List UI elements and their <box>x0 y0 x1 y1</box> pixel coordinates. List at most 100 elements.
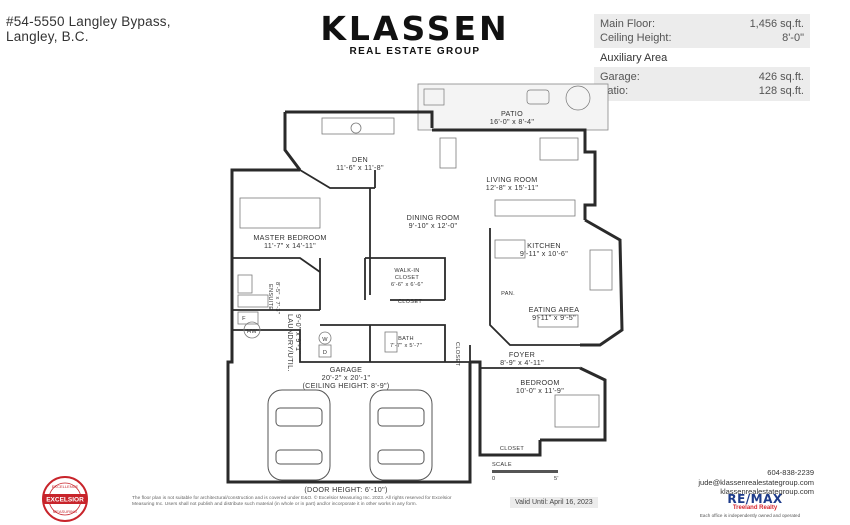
closet-bed-name: CLOSET <box>500 446 524 452</box>
patio-area <box>417 83 609 131</box>
area-info-panel: Main Floor: 1,456 sq.ft. Ceiling Height:… <box>594 14 810 101</box>
garage-name: GARAGE <box>330 365 363 374</box>
address-line1: #54-5550 Langley Bypass, <box>6 14 171 29</box>
scale-end: 5' <box>554 476 559 482</box>
scale-bar: SCALE 0 5' <box>492 462 559 482</box>
kitchen-counter-icon <box>494 239 526 259</box>
bed-icon <box>239 197 321 229</box>
garage-dims: 20'-2" x 20'-1" <box>322 373 371 382</box>
dryer-icon <box>318 344 332 358</box>
garage-label: Garage: <box>600 71 640 83</box>
master-outer-wall <box>230 168 300 330</box>
laundry-name: LAUNDRY/UTIL. <box>286 314 295 372</box>
patio-lounger-icon <box>526 89 550 105</box>
contact-phone: 604-838-2239 <box>767 468 814 477</box>
kitchen-left-wall <box>489 228 580 346</box>
brand-logo: KLASSEN REAL ESTATE GROUP <box>300 12 530 57</box>
kitchen-island-icon <box>589 249 613 291</box>
walkin-name2: CLOSET <box>395 275 419 281</box>
main-floor-row: Main Floor: 1,456 sq.ft. <box>600 17 804 31</box>
ensuite-top-wall <box>232 257 321 273</box>
living-outer-wall <box>432 128 597 220</box>
hot-water-label: HW <box>247 329 257 335</box>
car-right-icon <box>369 389 433 481</box>
living-armchair-icon <box>439 137 457 169</box>
den-top-wall <box>285 110 434 128</box>
walkin-dims: 6'-6" x 6'-6" <box>391 282 423 288</box>
living-name: LIVING ROOM <box>486 175 537 184</box>
garage-outer-wall <box>226 330 472 484</box>
main-floor-value: 1,456 sq.ft. <box>749 18 804 30</box>
foyer-name: FOYER <box>509 350 535 359</box>
kitchen-name: KITCHEN <box>527 241 561 250</box>
contact-info: 604-838-2239 jude@klassenrealestategroup… <box>698 468 814 497</box>
pantry-name: PAN. <box>501 291 515 297</box>
living-console-icon <box>494 199 576 217</box>
bedroom-outer-wall <box>540 366 607 442</box>
den-left-wall <box>283 112 302 171</box>
foyer-dims: 8'-9" x 4'-11" <box>500 358 544 367</box>
living-dims: 12'-8" x 15'-11" <box>486 183 539 192</box>
garage-door-height: (DOOR HEIGHT: 6'-10") <box>304 485 387 494</box>
ensuite-name: ENSUITE <box>267 284 273 310</box>
bath-dims: 7'-7" x 5'-7" <box>390 343 422 349</box>
closet-main-name: CLOSET <box>398 299 422 305</box>
bedroom-name: BEDROOM <box>520 378 559 387</box>
aux-area-box: Garage: 426 sq.ft. Patio: 128 sq.ft. <box>594 67 810 101</box>
aux-title: Auxiliary Area <box>600 52 668 64</box>
address-line2: Langley, B.C. <box>6 29 89 44</box>
master-dims: 11'-7" x 14'-11" <box>264 241 316 250</box>
brand-subtitle: REAL ESTATE GROUP <box>349 46 481 57</box>
bathtub-icon <box>237 294 269 308</box>
bedroom-bed-icon <box>554 394 600 428</box>
patio-chair-icon <box>423 88 445 106</box>
ensuite-dims: 8'-5" x 7'-3" <box>274 282 280 314</box>
patio-dims: 16'-0" x 8'-4" <box>490 117 535 126</box>
eating-name: EATING AREA <box>529 305 580 314</box>
den-bottom-wall <box>299 169 375 189</box>
foyer-bed-wall <box>470 360 542 457</box>
garage-value: 426 sq.ft. <box>758 71 804 83</box>
dining-dims: 9'-10" x 12'-0" <box>409 221 458 230</box>
remax-logo: RE/MAX Treeland Realty <box>712 492 798 511</box>
patio-table-icon <box>565 85 591 111</box>
hot-water-icon <box>243 321 261 339</box>
patio-name: PATIO <box>501 109 523 118</box>
bath-toilet-icon <box>384 331 398 353</box>
laundry-garage-wall <box>232 329 470 363</box>
patio-value: 128 sq.ft. <box>758 85 804 97</box>
excelsior-seal-icon: EXCELSIOR EXCELLENCE MEASURING <box>42 476 88 522</box>
contact-website: klassenrealestategroup.com <box>720 487 814 496</box>
remax-sub: Treeland Realty <box>732 505 778 511</box>
master-name: MASTER BEDROOM <box>253 233 326 242</box>
washer-label: W <box>322 337 328 343</box>
kitchen-dims: 9'-11" x 10'-6" <box>520 249 568 258</box>
seal-mid: EXCELSIOR <box>46 497 84 504</box>
dining-name: DINING ROOM <box>407 213 460 222</box>
dining-table-icon <box>537 314 579 328</box>
remax-name: RE/MAX <box>727 492 783 506</box>
main-floor-label: Main Floor: <box>600 18 656 30</box>
ceiling-label: Ceiling Height: <box>600 32 672 44</box>
bedroom-dims: 10'-0" x 11'-9" <box>516 386 564 395</box>
laundry-dims: 9'-0" x 9'-1" <box>294 314 303 354</box>
scale-label: SCALE <box>492 462 512 468</box>
den-dims: 11'-6" x 11'-8" <box>336 163 384 172</box>
closet-bath-name: CLOSET <box>454 342 460 366</box>
car-left-icon <box>267 389 331 481</box>
bath-top-wall <box>320 324 446 362</box>
garage-ceiling: (CEILING HEIGHT: 8'-9") <box>302 381 389 390</box>
disclaimer-text: The floor plan is not suitable for archi… <box>132 496 452 507</box>
den-chair-icon <box>350 122 362 134</box>
walkin-wall <box>365 257 446 300</box>
washer-icon <box>318 331 332 345</box>
property-address: #54-5550 Langley Bypass, Langley, B.C. <box>6 14 171 44</box>
seal-bottom: MEASURING <box>53 509 77 514</box>
main-area-box: Main Floor: 1,456 sq.ft. Ceiling Height:… <box>594 14 810 48</box>
living-sofa-icon <box>539 137 579 161</box>
den-name: DEN <box>352 155 368 164</box>
bath-name: BATH <box>398 336 414 342</box>
valid-until: Valid Until: April 16, 2023 <box>510 497 598 508</box>
dryer-label: D <box>323 350 327 356</box>
seal-top: EXCELLENCE <box>52 484 79 489</box>
